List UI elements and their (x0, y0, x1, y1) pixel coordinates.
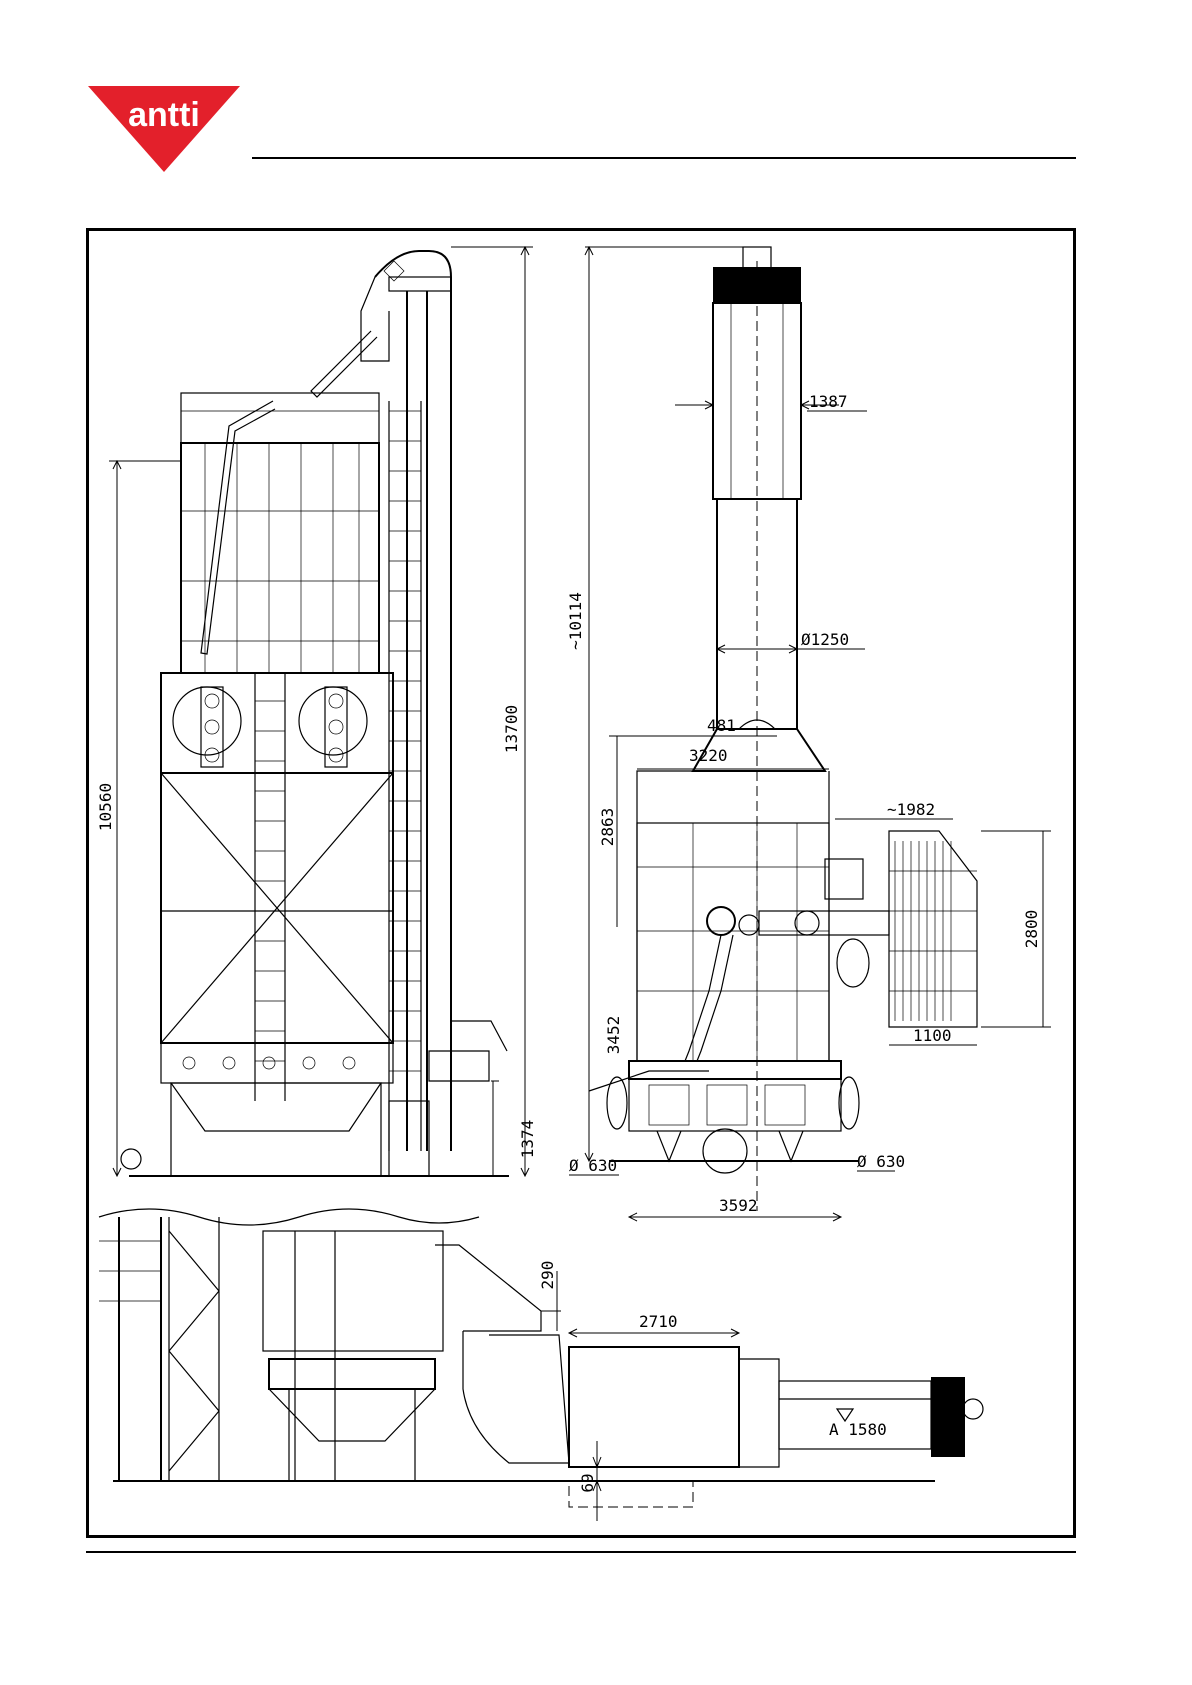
dim-right-port: Ø 630 (857, 1152, 905, 1171)
dim-overall-height: ~10114 (566, 592, 585, 650)
dim-burner-depth: 1100 (913, 1026, 952, 1045)
logo-text: antti (128, 96, 200, 134)
dim-base-width: 3592 (719, 1196, 758, 1215)
burner-label: A 1580 (829, 1420, 887, 1439)
header-rule (252, 157, 1076, 159)
technical-drawing: 13700 10560 1374 (89, 231, 1073, 1535)
dim-total-height: 13700 (502, 705, 521, 753)
dim-column-height: 10560 (96, 783, 115, 831)
dim-chamber-length: 2710 (639, 1312, 678, 1331)
company-logo: antti (88, 86, 240, 172)
dim-burner-height: 2800 (1022, 910, 1041, 949)
burner-fan (931, 1377, 965, 1457)
dim-upper-height: 2863 (598, 808, 617, 847)
dim-duct-drop: 290 (538, 1261, 557, 1290)
dim-left-port: Ø 630 (569, 1156, 617, 1175)
dim-hood-width: 3220 (689, 746, 728, 765)
dim-burner-offset: ~1982 (887, 800, 935, 819)
dim-cyclone-height: 1374 (518, 1120, 537, 1159)
bottom-view: A 1580 290 2710 69 (99, 1209, 983, 1521)
dim-lower-height: 3452 (604, 1016, 623, 1055)
front-view: 1387 Ø1250 ~10114 481 3220 2863 ~1982 28… (566, 247, 1051, 1221)
side-view: 13700 10560 1374 (96, 247, 537, 1176)
dim-floor-depth: 69 (578, 1473, 597, 1492)
dim-offset: 481 (707, 716, 736, 735)
dim-top-width: 1387 (809, 392, 848, 411)
dim-pipe-diameter: Ø1250 (801, 630, 849, 649)
footer-rule (86, 1551, 1076, 1553)
